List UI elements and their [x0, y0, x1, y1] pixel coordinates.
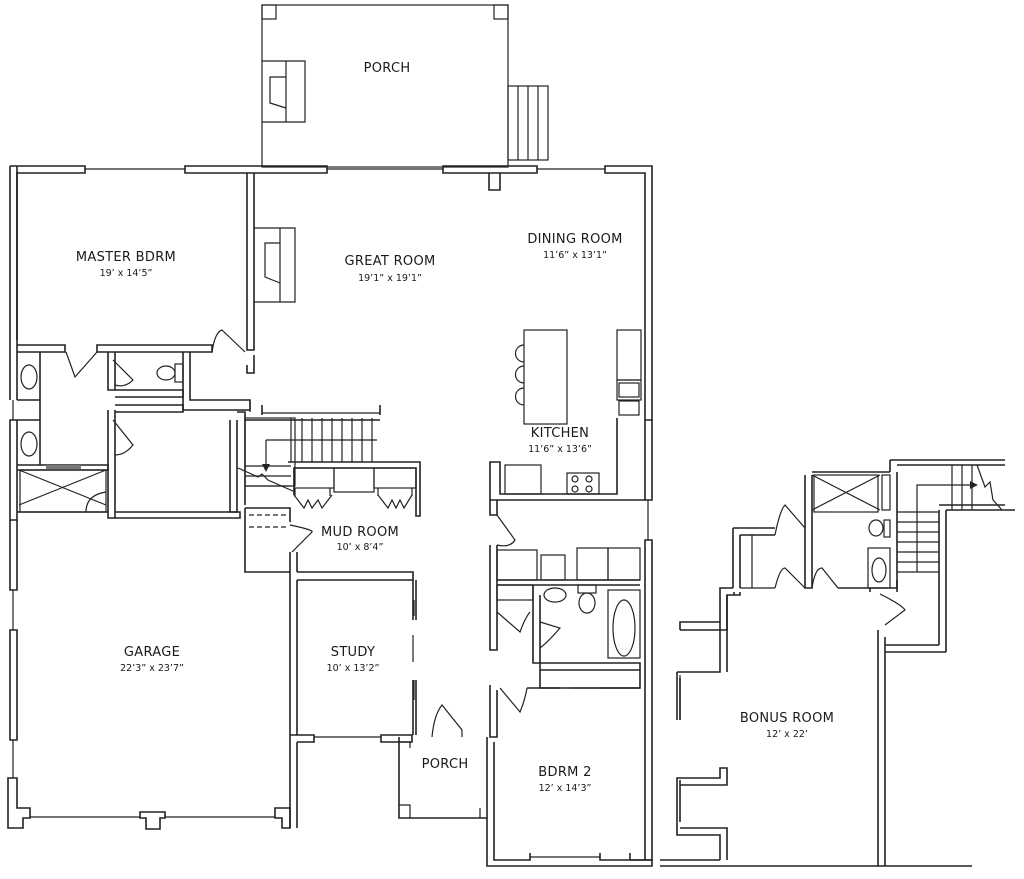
master-bath-fixtures [18, 329, 246, 513]
room-dimensions: 19’ x 14’5” [100, 268, 153, 279]
room-name: STUDY [331, 645, 375, 660]
room-dimensions: 10’ x 13’2” [327, 663, 380, 674]
label-master-bdrm: MASTER BDRM 19’ x 14’5” [76, 250, 176, 279]
room-dimensions: 10’ x 8’4” [337, 542, 384, 553]
room-dimensions: 19’1” x 19’1” [358, 273, 422, 284]
room-dimensions: 11’6” x 13’6” [528, 444, 592, 455]
label-mud-room: MUD ROOM 10’ x 8’4” [321, 525, 399, 553]
upper-staircase [896, 464, 1015, 652]
label-study: STUDY 10’ x 13’2” [327, 645, 380, 674]
exterior-walls [7, 165, 653, 867]
room-name: PORCH [364, 61, 411, 76]
room-name: MASTER BDRM [76, 250, 176, 265]
room-name: DINING ROOM [527, 232, 622, 247]
upper-floor-structure [660, 459, 1015, 867]
label-bonus-room: BONUS ROOM 12’ x 22’ [740, 711, 834, 740]
interior-walls [17, 173, 645, 819]
label-porch-rear: PORCH [422, 757, 469, 772]
label-bdrm-2: BDRM 2 12’ x 14’3” [538, 765, 591, 794]
label-garage: GARAGE 22’3” x 23’7” [120, 645, 184, 674]
room-name: PORCH [422, 757, 469, 772]
main-staircase [237, 417, 377, 493]
rear-porch-structure [398, 704, 487, 819]
room-name: MUD ROOM [321, 525, 399, 540]
label-dining-room: DINING ROOM 11’6” x 13’1” [527, 232, 622, 261]
label-kitchen: KITCHEN 11’6” x 13’6” [528, 426, 592, 455]
room-dimensions: 12’ x 22’ [766, 729, 808, 740]
label-porch-front: PORCH [364, 61, 411, 76]
room-labels: PORCH MASTER BDRM 19’ x 14’5” GREAT ROOM… [76, 61, 834, 794]
mud-room-lockers [288, 461, 421, 517]
front-porch-structure [261, 4, 549, 168]
room-name: KITCHEN [531, 426, 589, 441]
room-dimensions: 22’3” x 23’7” [120, 663, 184, 674]
room-name: BONUS ROOM [740, 711, 834, 726]
room-dimensions: 12’ x 14’3” [539, 783, 592, 794]
room-name: BDRM 2 [538, 765, 591, 780]
room-name: GREAT ROOM [345, 254, 436, 269]
label-great-room: GREAT ROOM 19’1” x 19’1” [345, 254, 436, 284]
room-name: GARAGE [124, 645, 180, 660]
kitchen-island [514, 329, 568, 425]
porch-steps [507, 85, 549, 161]
room-dimensions: 11’6” x 13’1” [543, 250, 607, 261]
